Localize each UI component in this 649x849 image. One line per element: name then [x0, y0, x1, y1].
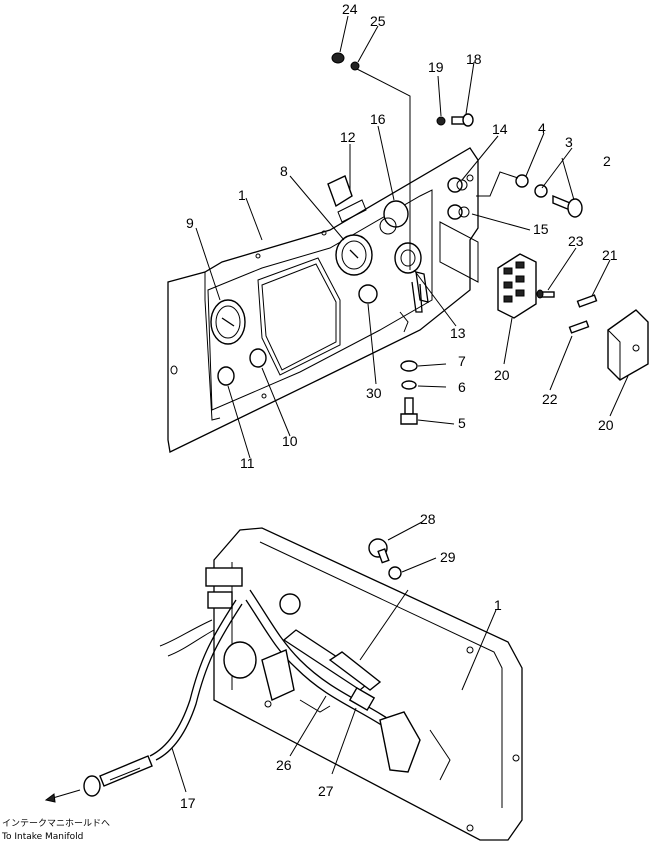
gauge-9 — [210, 299, 246, 345]
gauge-8 — [335, 234, 373, 276]
washer-4 — [515, 174, 529, 188]
intake-note-japanese: インテークマニホールドへ — [2, 818, 110, 829]
wiring-harness — [149, 567, 451, 781]
screw-23 — [536, 289, 555, 299]
callout-29: 29 — [440, 549, 456, 565]
callout-2: 2 — [603, 153, 611, 169]
lamp-30 — [358, 284, 378, 304]
bolt-28 — [368, 538, 390, 564]
callout-26: 26 — [276, 757, 292, 773]
button-16 — [379, 200, 409, 235]
callout-10: 10 — [282, 433, 298, 449]
callout-12: 12 — [340, 129, 356, 145]
intake-note-english: To Intake Manifold — [1, 832, 83, 842]
bolt-5 — [400, 397, 418, 425]
nut-14 — [447, 177, 468, 193]
callout-21: 21 — [602, 247, 618, 263]
fuse-21 — [576, 294, 598, 308]
nut-15 — [447, 204, 470, 220]
callout-6: 6 — [458, 379, 466, 395]
callout-3: 3 — [565, 134, 573, 150]
callout-23: 23 — [568, 233, 584, 249]
callout-17: 17 — [180, 795, 196, 811]
washer-29 — [388, 566, 402, 580]
switch-12 — [327, 175, 353, 208]
callout-24: 24 — [342, 1, 358, 17]
callout-8: 8 — [280, 163, 288, 179]
callout-1-bottom: 1 — [494, 597, 502, 613]
callout-9: 9 — [186, 215, 194, 231]
callout-27: 27 — [318, 783, 334, 799]
washer-3 — [534, 184, 548, 198]
callout-13: 13 — [450, 325, 466, 341]
leader-lines — [171, 15, 629, 793]
callout-4: 4 — [538, 120, 546, 136]
washer-7 — [400, 360, 418, 372]
fuse-block-20 — [497, 253, 537, 319]
callout-22: 22 — [542, 391, 558, 407]
callout-18: 18 — [466, 51, 482, 67]
callout-14: 14 — [492, 121, 508, 137]
callout-30: 30 — [366, 385, 382, 401]
nut-24 — [331, 52, 345, 64]
callout-25: 25 — [370, 13, 386, 29]
key-switch-13 — [394, 242, 429, 313]
callout-20-a: 20 — [494, 367, 510, 383]
callout-19: 19 — [428, 59, 444, 75]
bolt-18 — [451, 113, 474, 127]
bolt-2 — [552, 194, 583, 218]
lamp-11 — [217, 366, 235, 386]
callout-16: 16 — [370, 111, 386, 127]
callout-28: 28 — [420, 511, 436, 527]
callout-labels: 1 2 3 4 5 6 7 8 9 10 11 12 13 14 15 16 1… — [180, 1, 618, 811]
lamp-10 — [249, 348, 267, 368]
washer-19 — [436, 116, 446, 126]
callout-15: 15 — [533, 221, 549, 237]
callout-20-b: 20 — [598, 417, 614, 433]
callout-5: 5 — [458, 415, 466, 431]
washer-6 — [401, 380, 417, 390]
cover-20 — [607, 309, 649, 381]
callout-1-top: 1 — [238, 187, 246, 203]
washer-25 — [350, 61, 360, 71]
fuse-22 — [568, 320, 590, 334]
callout-7: 7 — [458, 353, 466, 369]
instrument-panel-front — [167, 147, 479, 453]
hose-17 — [83, 755, 153, 797]
callout-11: 11 — [240, 455, 255, 471]
